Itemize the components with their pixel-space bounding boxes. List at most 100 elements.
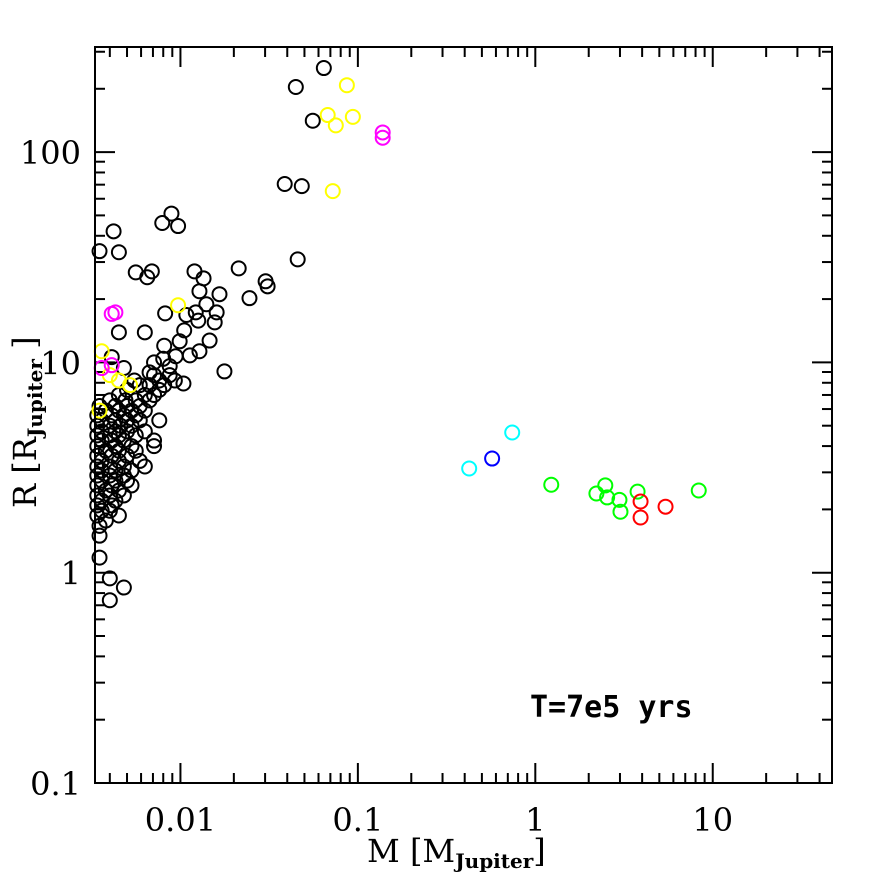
data-point xyxy=(206,314,223,331)
data-point xyxy=(319,107,336,124)
series-2 xyxy=(93,124,391,377)
data-point xyxy=(629,483,646,500)
data-point xyxy=(293,178,310,195)
data-point xyxy=(191,283,208,300)
data-point xyxy=(543,476,560,493)
data-point xyxy=(110,324,127,341)
series-3 xyxy=(461,424,521,477)
data-point xyxy=(157,305,174,322)
series-6 xyxy=(632,493,674,526)
data-point xyxy=(504,424,521,441)
data-point xyxy=(338,77,355,94)
data-point xyxy=(374,124,391,141)
data-point xyxy=(115,579,132,596)
data-point xyxy=(374,129,391,146)
series-5 xyxy=(543,476,707,520)
data-point xyxy=(191,343,208,360)
time-annotation: T=7e5 yrs xyxy=(530,690,693,725)
data-point xyxy=(588,485,605,502)
axis-ticks xyxy=(95,47,832,784)
data-point xyxy=(324,183,341,200)
data-point xyxy=(91,527,108,544)
data-points xyxy=(89,60,707,609)
data-point xyxy=(190,312,207,329)
x-tick-label: 10 xyxy=(692,801,733,839)
y-axis-label: R [RJupiter ] xyxy=(6,336,47,508)
data-point xyxy=(195,270,212,287)
data-point xyxy=(103,357,120,374)
data-point xyxy=(91,402,108,419)
data-point xyxy=(119,423,136,440)
data-point xyxy=(127,407,144,424)
data-point xyxy=(151,381,168,398)
plot-frame xyxy=(94,46,833,784)
data-point xyxy=(599,489,616,506)
data-point xyxy=(136,402,153,419)
y-tick-label: 100 xyxy=(20,134,81,172)
data-point xyxy=(91,243,108,260)
data-point xyxy=(101,592,118,609)
data-point xyxy=(107,412,124,429)
series-0 xyxy=(89,60,332,609)
data-point xyxy=(146,367,163,384)
data-point xyxy=(632,493,649,510)
data-point xyxy=(632,509,649,526)
data-point xyxy=(122,377,139,394)
data-point xyxy=(161,367,178,384)
data-point xyxy=(597,477,614,494)
data-point xyxy=(136,324,153,341)
data-point xyxy=(327,117,344,134)
data-point xyxy=(186,263,203,280)
data-point xyxy=(208,304,225,321)
data-point xyxy=(287,78,304,95)
data-point xyxy=(201,332,218,349)
data-point xyxy=(151,412,168,429)
data-point xyxy=(171,333,188,350)
data-point xyxy=(110,482,127,499)
data-point xyxy=(611,491,628,508)
data-point xyxy=(154,215,171,232)
data-point xyxy=(131,452,148,469)
data-point xyxy=(89,438,106,455)
data-point xyxy=(175,375,192,392)
x-axis-label: M [MJupiter] xyxy=(367,832,546,873)
data-point xyxy=(89,427,106,444)
data-point xyxy=(136,423,153,440)
data-point xyxy=(657,498,674,515)
y-tick-label: 1 xyxy=(61,555,81,593)
data-point xyxy=(276,176,293,193)
data-point xyxy=(101,417,118,434)
series-4 xyxy=(484,450,501,467)
data-point xyxy=(146,432,163,449)
data-point xyxy=(105,223,122,240)
x-tick-label: 0.1 xyxy=(332,801,383,839)
data-point xyxy=(156,337,173,354)
y-tick-label: 0.1 xyxy=(30,765,81,803)
data-point xyxy=(127,442,144,459)
data-point xyxy=(198,296,215,313)
data-point xyxy=(101,570,118,587)
data-point xyxy=(107,462,124,479)
data-point xyxy=(146,354,163,371)
data-point xyxy=(110,244,127,261)
data-point xyxy=(91,549,108,566)
data-point xyxy=(163,205,180,222)
x-tick-label: 1 xyxy=(525,801,545,839)
data-point xyxy=(690,482,707,499)
data-point xyxy=(170,297,187,314)
x-tick-label: 0.01 xyxy=(145,801,216,839)
series-1 xyxy=(91,77,361,419)
data-point xyxy=(176,322,193,339)
data-point xyxy=(230,260,247,277)
data-point xyxy=(146,386,163,403)
data-point xyxy=(241,290,258,307)
data-point xyxy=(170,218,187,235)
data-point xyxy=(216,363,233,380)
data-point xyxy=(107,438,124,455)
data-point xyxy=(89,507,106,524)
data-point xyxy=(344,108,361,125)
data-point xyxy=(89,467,106,484)
data-point xyxy=(89,487,106,504)
